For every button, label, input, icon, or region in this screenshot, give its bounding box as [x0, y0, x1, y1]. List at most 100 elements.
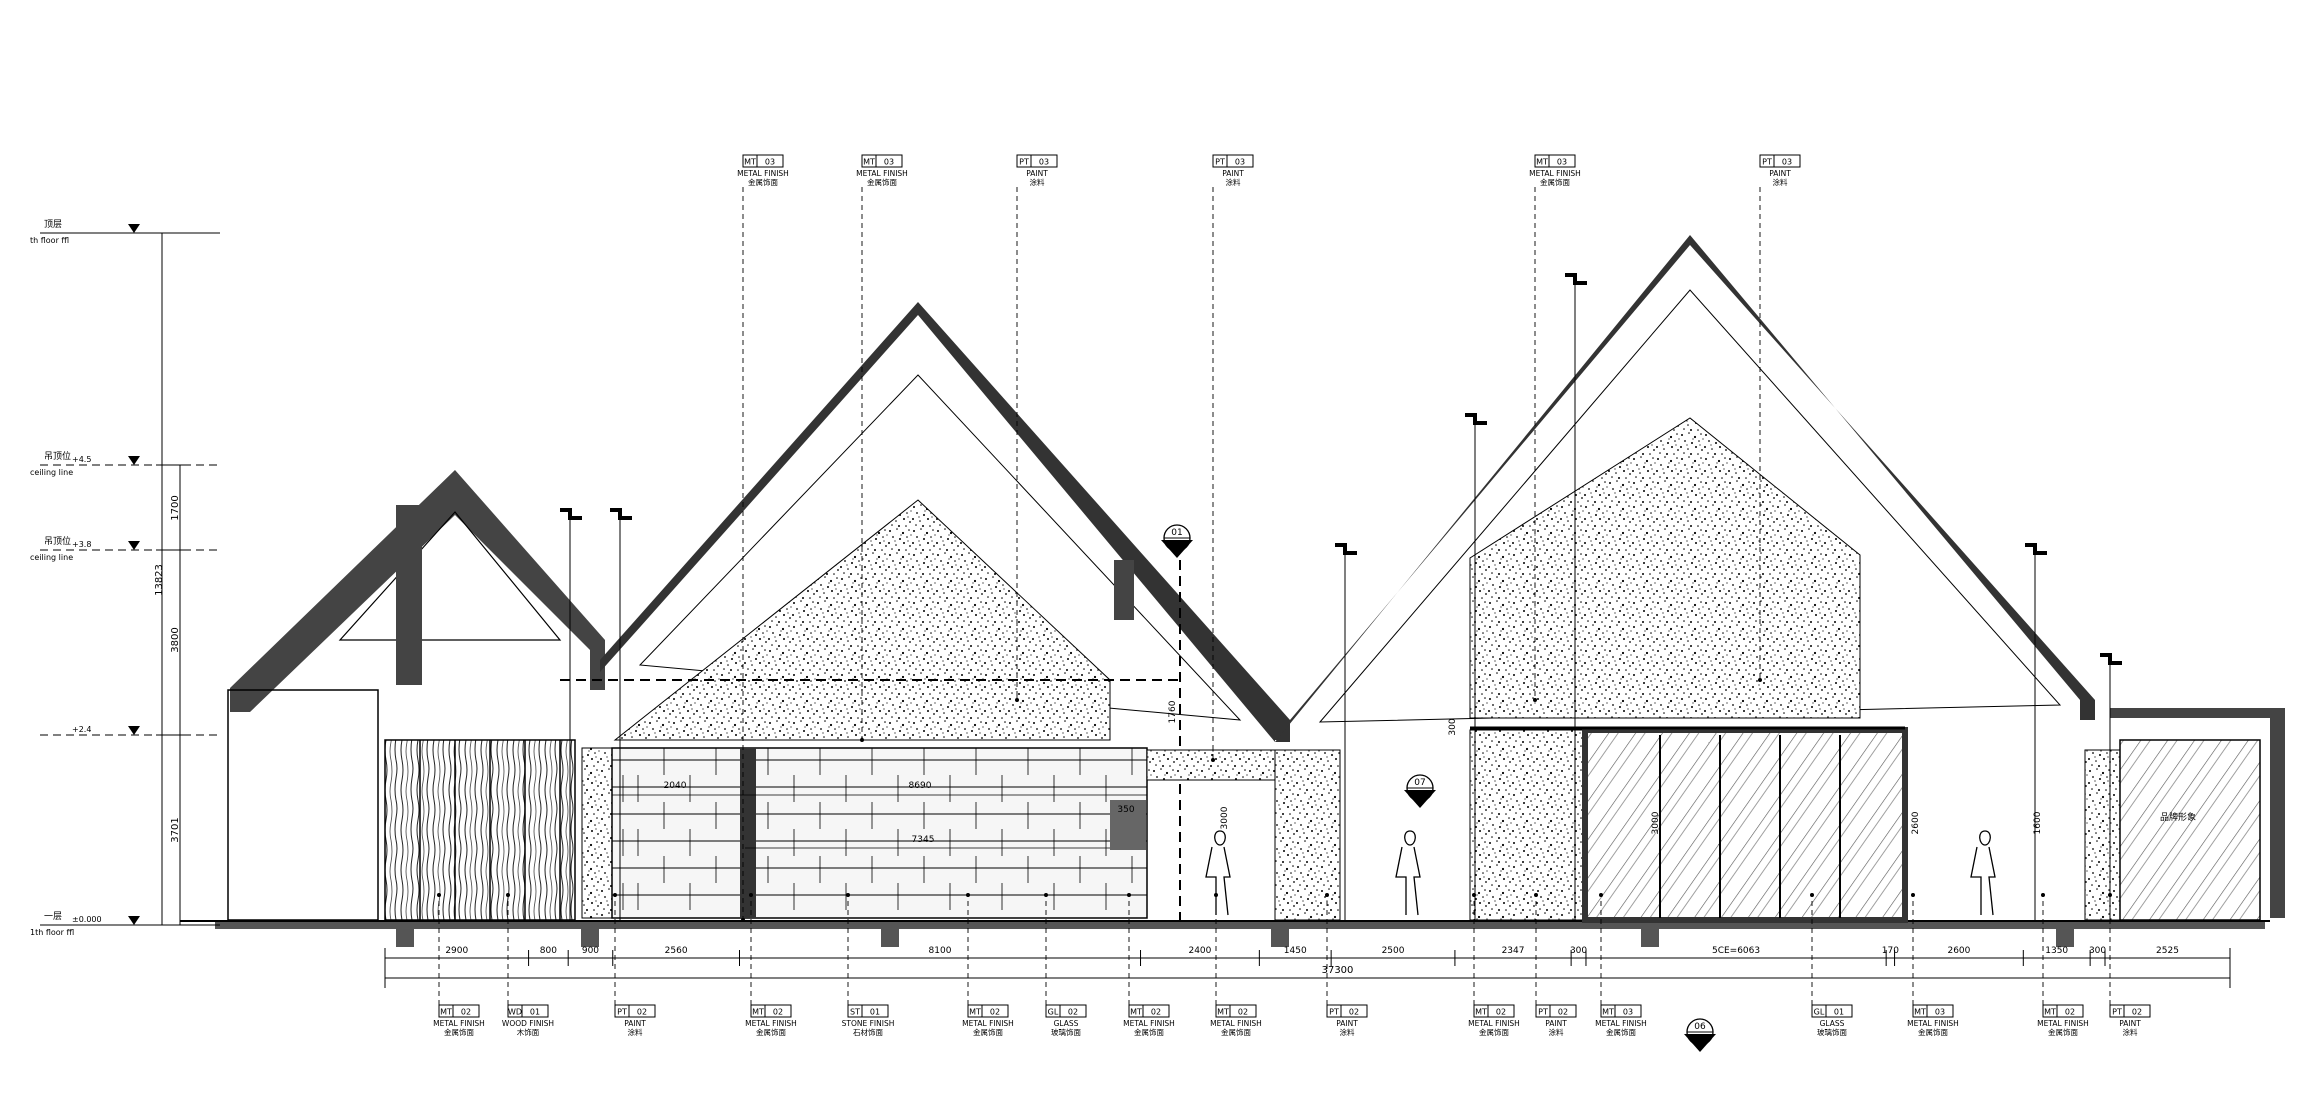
level-elev-1: +4.5 [72, 455, 91, 464]
tag-bot-en: METAL FINISH [2037, 1019, 2089, 1028]
dim-main-15: 2525 [2156, 946, 2179, 956]
interior-dim-6: 3000 [1651, 811, 1661, 834]
tag-bot-dot [1472, 893, 1476, 897]
tag-bot-dot [1325, 893, 1329, 897]
dim-main-13: 1350 [2045, 946, 2068, 956]
light-bracket-4 [1565, 273, 1587, 285]
tag-bot-en: GLASS [1820, 1019, 1845, 1028]
tag-bot-cn: 木饰面 [517, 1027, 540, 1037]
dim-main-6: 1450 [1284, 946, 1307, 956]
level-en-2: ceiling line [30, 553, 73, 562]
tag-bot-dot [846, 893, 850, 897]
stone-feature-wall [611, 747, 1148, 919]
tag-bot-box [1215, 1004, 1257, 1018]
tag-bot-box [1326, 1004, 1368, 1018]
tag-bot-code: GL [1814, 1008, 1825, 1017]
dim-main-14: 300 [2089, 946, 2106, 956]
tag-top-num: 03 [1782, 158, 1792, 167]
tag-bot-code: MT [440, 1008, 452, 1017]
tag-top-cn: 涂料 [1226, 177, 1242, 187]
vdim-0: 1700 [170, 495, 181, 520]
tag-bot-box [614, 1004, 656, 1018]
tag-bot-cn: 金属饰面 [1221, 1027, 1251, 1037]
tag-top-cn: 金属饰面 [748, 177, 778, 187]
tag-bot-en: METAL FINISH [1907, 1019, 1959, 1028]
tag-bot-num: 02 [637, 1008, 647, 1017]
tag-bot-code: MT [2044, 1008, 2056, 1017]
level-arrow-4 [128, 916, 140, 925]
level-name-0: 顶层 [44, 219, 62, 230]
tag-bot-code: ST [850, 1008, 860, 1017]
tag-bot-code: PT [1538, 1008, 1548, 1017]
tag-bot-num: 01 [870, 1008, 880, 1017]
tag-top-cn: 金属饰面 [867, 177, 897, 187]
tag-bot-cn: 玻璃饰面 [1817, 1027, 1847, 1037]
level-en-1: ceiling line [30, 468, 73, 477]
interior-dim-4: 1760 [1168, 700, 1178, 723]
left-wall [227, 689, 379, 921]
vdim-3: 3701 [170, 817, 181, 842]
tag-bot-box [750, 1004, 792, 1018]
signage-text: 品牌形象 [2160, 811, 2196, 823]
tag-top-dot [860, 738, 864, 742]
dim-total: 37300 [1322, 965, 1354, 976]
callout-id: 07 [1414, 778, 1425, 788]
dim-main-11: 170 [1882, 946, 1899, 956]
dim-main-12: 2600 [1947, 946, 1970, 956]
stone-pier [1274, 749, 1341, 921]
interior-dim-3: 350 [1117, 805, 1134, 815]
tag-bot-dot [613, 893, 617, 897]
tag-bot-cn: 金属饰面 [1479, 1027, 1509, 1037]
tag-bot-dot [749, 893, 753, 897]
tag-bot-cn: 金属饰面 [1606, 1027, 1636, 1037]
level-arrow-1 [128, 456, 140, 465]
tag-bot-cn: 涂料 [2123, 1027, 2139, 1037]
tag-bot-cn: 金属饰面 [444, 1027, 474, 1037]
tag-bot-cn: 涂料 [1549, 1027, 1565, 1037]
footing-2 [881, 929, 899, 947]
gable-right-stone [1469, 417, 1861, 719]
tag-bot-dot [506, 893, 510, 897]
stone-lintel [1146, 749, 1276, 781]
level-name-1: 吊顶位 [44, 450, 71, 462]
vdim-1: 3800 [170, 627, 181, 652]
callout-sheet: E-11 [1170, 543, 1185, 551]
callout-arrow [1684, 1034, 1716, 1052]
tag-top-dot [741, 918, 745, 922]
tag-bot-en: PAINT [1545, 1019, 1567, 1028]
tag-bot-code: MT [969, 1008, 981, 1017]
tag-bot-en: METAL FINISH [1210, 1019, 1262, 1028]
tag-top-en: METAL FINISH [856, 169, 908, 178]
tag-top-en: METAL FINISH [1529, 169, 1581, 178]
tag-bot-num: 01 [530, 1008, 540, 1017]
tag-top-en: PAINT [1769, 169, 1791, 178]
dim-main-9: 300 [1570, 946, 1587, 956]
tag-bot-cn: 石材饰面 [853, 1027, 883, 1037]
tag-top-num: 03 [1235, 158, 1245, 167]
dim-main-5: 2400 [1188, 946, 1211, 956]
tag-bot-num: 03 [1935, 1008, 1945, 1017]
wood-panel-wall [384, 739, 576, 921]
tag-top-code: PT [1762, 158, 1772, 167]
tag-top-num: 03 [765, 158, 775, 167]
tag-bot-num: 02 [773, 1008, 783, 1017]
tag-bot-dot [966, 893, 970, 897]
tag-bot-en: METAL FINISH [1123, 1019, 1175, 1028]
tag-bot-num: 02 [990, 1008, 1000, 1017]
tag-bot-cn: 金属饰面 [1134, 1027, 1164, 1037]
tag-top-box [1016, 154, 1058, 168]
